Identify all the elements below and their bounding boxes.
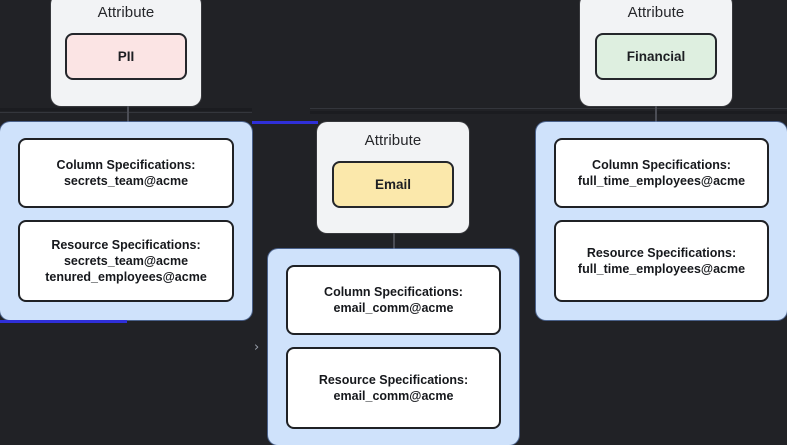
connector-financial-to-specs: [655, 106, 657, 122]
spec-box-title: Resource Specifications:: [51, 238, 201, 252]
spec-box-title: Column Specifications:: [324, 285, 463, 299]
attribute-card-email[interactable]: Attribute Email: [317, 122, 469, 233]
spec-box-item: email_comm@acme: [333, 301, 454, 315]
attribute-card-title: Attribute: [97, 4, 155, 21]
spec-box-title: Resource Specifications:: [586, 246, 737, 260]
top-panel-divider: [0, 108, 252, 111]
spec-box-title: Column Specifications:: [592, 158, 731, 172]
attribute-card-financial[interactable]: Attribute Financial: [580, 0, 732, 106]
attribute-card-title: Attribute: [364, 132, 422, 149]
top-hairline-right: [310, 108, 787, 109]
attribute-card-pii[interactable]: Attribute PII: [51, 0, 201, 106]
spec-group-pii[interactable]: Column Specifications: secrets_team@acme…: [0, 122, 252, 320]
attribute-card-title: Attribute: [627, 4, 685, 21]
spec-box-title: Resource Specifications:: [318, 373, 469, 387]
attribute-chip-email[interactable]: Email: [332, 161, 454, 208]
spec-group-email[interactable]: Column Specifications: email_comm@acme R…: [268, 249, 519, 445]
spec-box-column-specifications[interactable]: Column Specifications: email_comm@acme: [286, 265, 501, 335]
attribute-chip-pii[interactable]: PII: [65, 33, 187, 80]
highlight-rule-left-group-bottom: [0, 320, 127, 323]
spec-box-item: full_time_employees@acme: [577, 174, 746, 188]
attribute-chip-financial[interactable]: Financial: [595, 33, 717, 80]
connector-pii-to-specs: [127, 106, 129, 122]
spec-box-column-specifications[interactable]: Column Specifications: secrets_team@acme: [18, 138, 234, 208]
spec-box-item: email_comm@acme: [333, 389, 454, 403]
spec-box-item: secrets_team@acme: [63, 254, 189, 268]
spec-box-resource-specifications[interactable]: Resource Specifications: email_comm@acme: [286, 347, 501, 429]
spec-box-item: tenured_employees@acme: [45, 270, 207, 284]
right-panel-divider: [310, 111, 787, 114]
top-hairline-left: [0, 112, 252, 113]
spec-box-item: full_time_employees@acme: [577, 262, 746, 276]
spec-box-resource-specifications[interactable]: Resource Specifications: secrets_team@ac…: [18, 220, 234, 302]
spec-box-column-specifications[interactable]: Column Specifications: full_time_employe…: [554, 138, 769, 208]
spec-box-title: Column Specifications:: [56, 158, 196, 172]
highlight-rule-left-group: [252, 121, 318, 124]
expand-chevron-icon[interactable]: ›: [254, 340, 260, 355]
spec-box-item: secrets_team@acme: [63, 174, 189, 188]
spec-group-financial[interactable]: Column Specifications: full_time_employe…: [536, 122, 787, 320]
spec-box-resource-specifications[interactable]: Resource Specifications: full_time_emplo…: [554, 220, 769, 302]
connector-email-to-specs: [393, 233, 395, 250]
